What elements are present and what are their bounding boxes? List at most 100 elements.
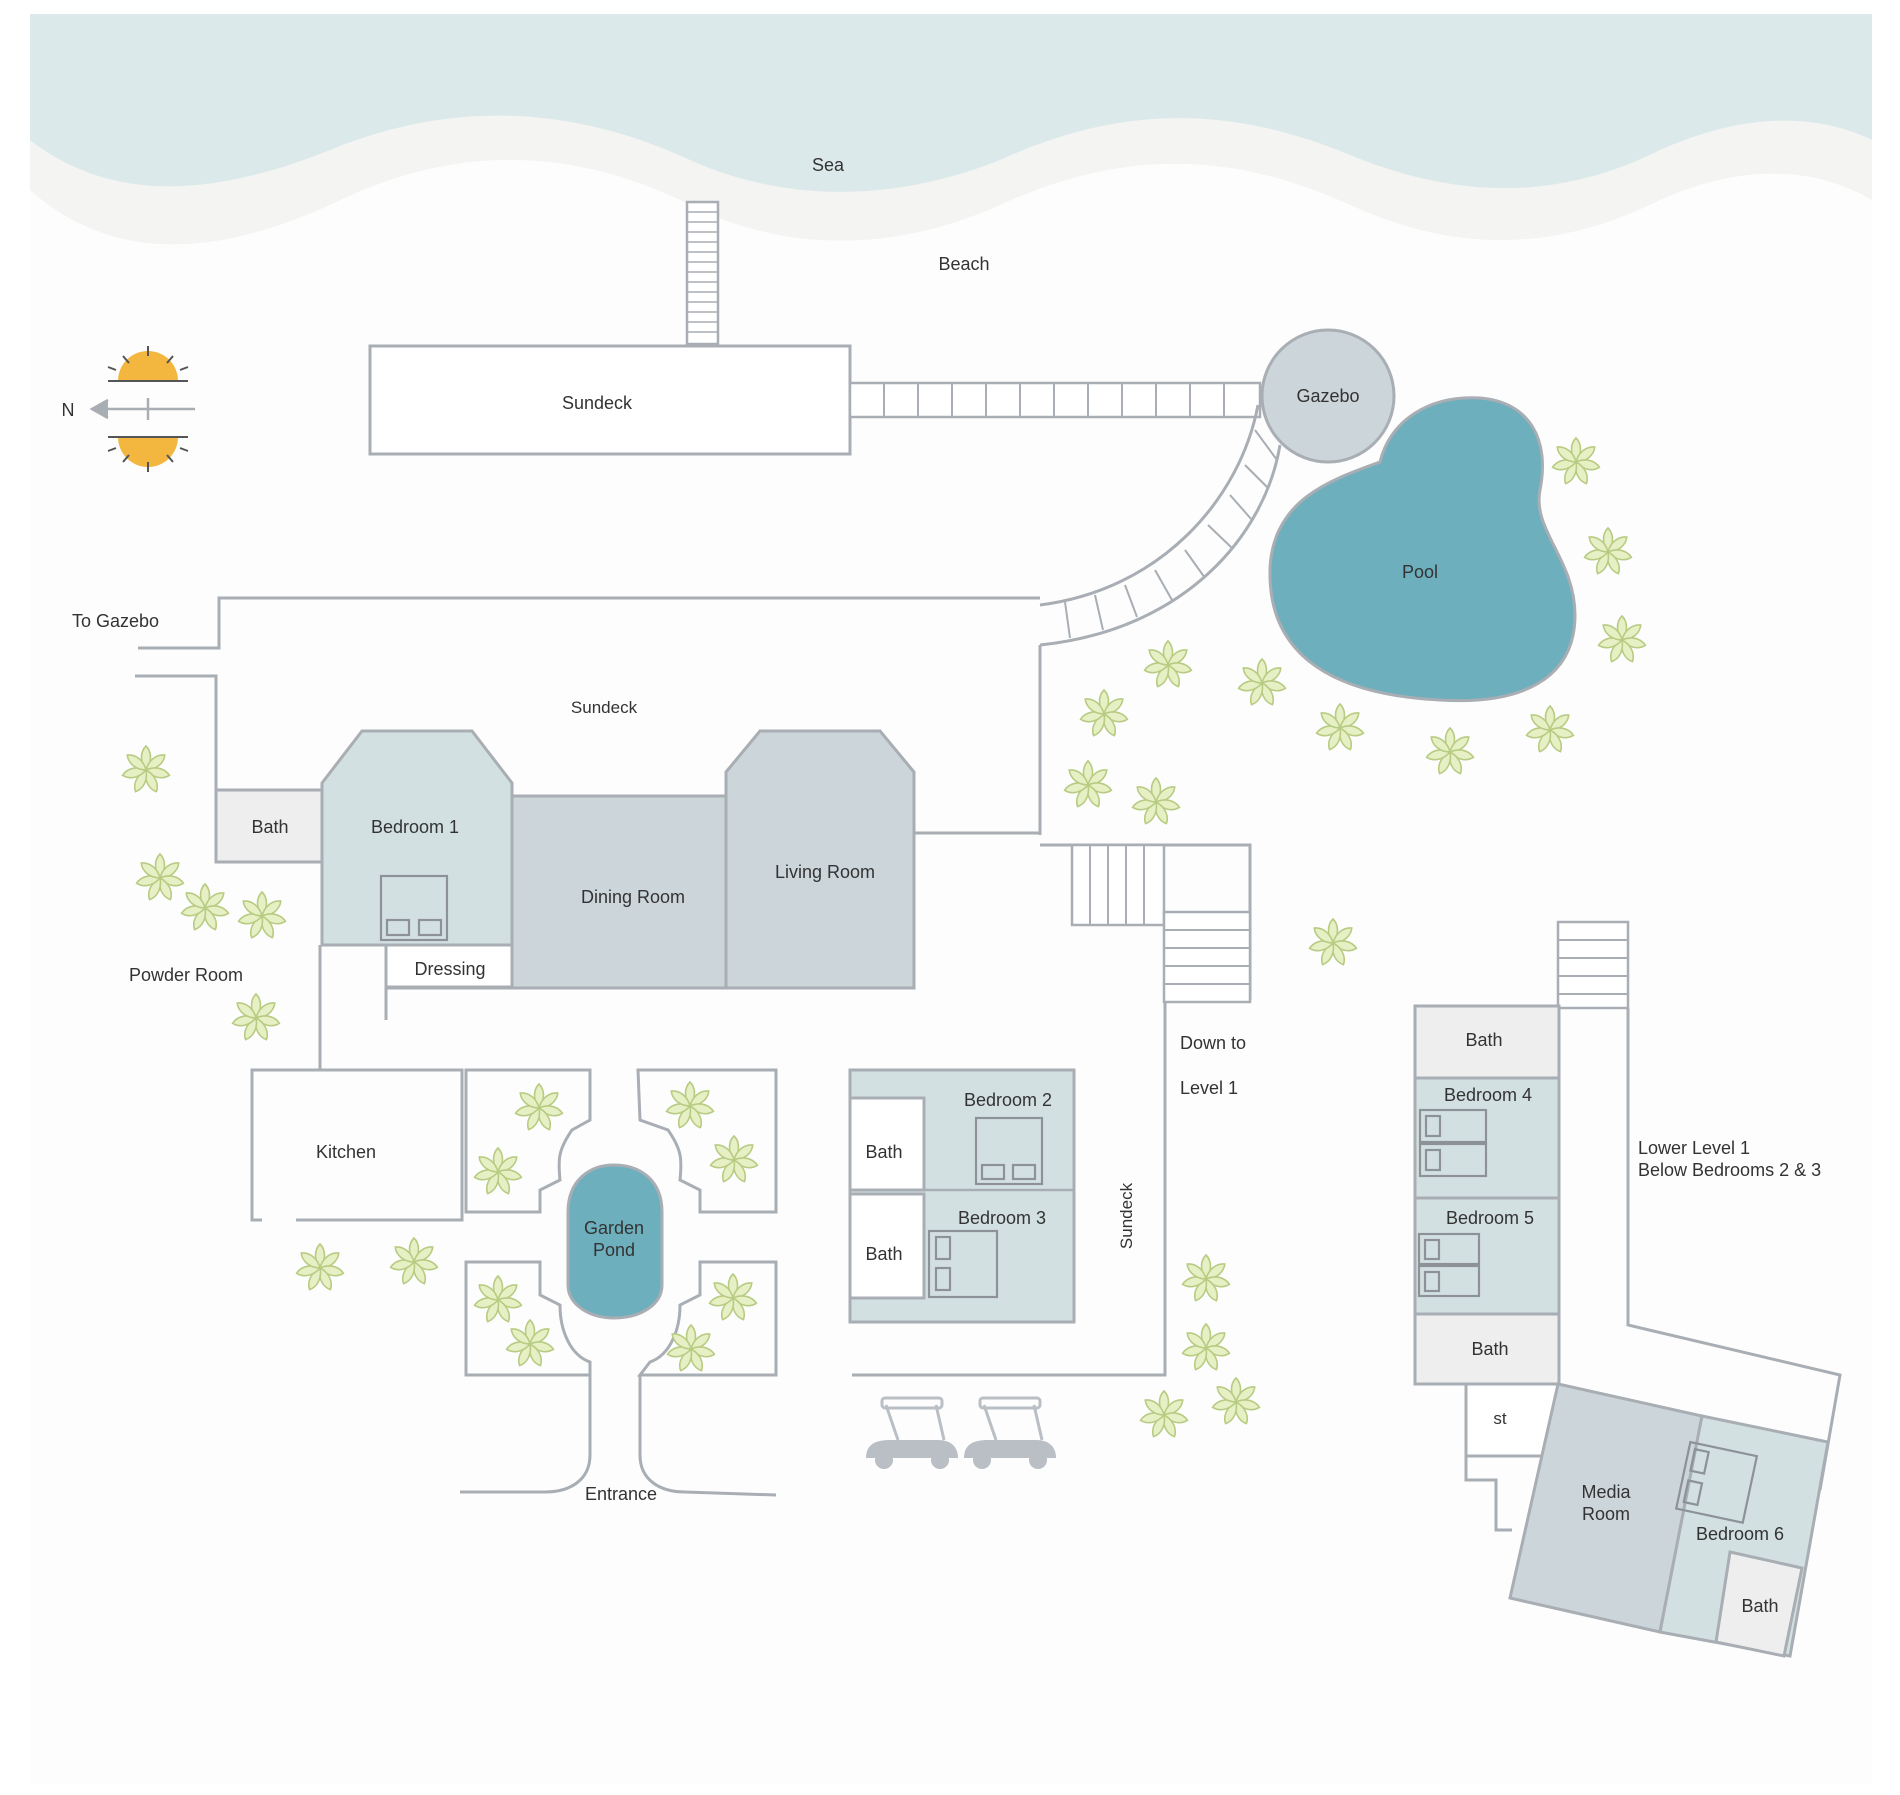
sea-label: Sea <box>812 155 845 175</box>
plant-icon <box>1181 1322 1231 1371</box>
sundeck-top <box>368 344 852 456</box>
plants <box>121 436 1647 1438</box>
golf-cart-icon <box>964 1396 1056 1469</box>
st-label: st <box>1493 1409 1507 1428</box>
sundeck-top-label: Sundeck <box>562 393 633 413</box>
sundeck-middle-label: Sundeck <box>571 698 638 717</box>
plant-icon <box>514 1082 564 1131</box>
plant-icon <box>1079 688 1129 737</box>
bedroom-1 <box>320 729 514 947</box>
bedroom-2-label: Bedroom 2 <box>964 1090 1052 1110</box>
dressing-label: Dressing <box>414 959 485 979</box>
bedroom-6-label: Bedroom 6 <box>1696 1524 1784 1544</box>
plant-icon <box>1139 1389 1189 1438</box>
golf-cart-icon <box>866 1396 958 1469</box>
plant-icon <box>231 992 281 1041</box>
bed-icon <box>974 1116 1044 1186</box>
kitchen <box>250 1068 464 1222</box>
lower-level-label-1: Lower Level 1 <box>1638 1138 1750 1158</box>
garden-pond-label-2: Pond <box>593 1240 635 1260</box>
bath-4-label: Bath <box>1465 1030 1502 1050</box>
media-room-label-1: Media <box>1581 1482 1631 1502</box>
level-1-label: Level 1 <box>1180 1078 1238 1098</box>
plant-icon <box>473 1274 523 1323</box>
lower-level-wing <box>1556 920 1842 1491</box>
sea-area <box>30 14 1872 245</box>
garden-pond <box>566 1163 664 1320</box>
plant-icon <box>1063 759 1113 808</box>
bedroom-4-label: Bedroom 4 <box>1444 1085 1532 1105</box>
plant-icon <box>1181 1253 1231 1302</box>
plant-icon <box>237 890 287 939</box>
lower-level-label-2: Below Bedrooms 2 & 3 <box>1638 1160 1821 1180</box>
plant-icon <box>1315 702 1365 751</box>
plant-icon <box>473 1146 523 1195</box>
walkway-gazebo <box>848 381 1262 419</box>
gazebo-label: Gazebo <box>1296 386 1359 406</box>
plant-icon <box>665 1080 715 1129</box>
kitchen-label: Kitchen <box>316 1142 376 1162</box>
plant-icon <box>121 744 171 793</box>
stairs-down-level1 <box>1070 843 1252 1004</box>
entrance-label: Entrance <box>585 1484 657 1504</box>
plant-icon <box>1308 917 1358 966</box>
pool-label: Pool <box>1402 562 1438 582</box>
media-room-label-2: Room <box>1582 1504 1630 1524</box>
bath-1 <box>214 788 324 864</box>
bed-icon <box>1418 1108 1488 1178</box>
bath-3-label: Bath <box>865 1244 902 1264</box>
curved-walkway <box>1039 404 1282 647</box>
plant-icon <box>708 1272 758 1321</box>
bed-icon <box>379 874 449 942</box>
dressing-room <box>384 943 514 989</box>
living-room-label: Living Room <box>775 862 875 882</box>
plant-icon <box>1597 614 1647 663</box>
bath-4 <box>1413 1004 1561 1080</box>
garden-courtyard <box>460 1068 778 1497</box>
plant-icon <box>1425 726 1475 775</box>
dining-room <box>510 794 728 990</box>
bath-5 <box>1413 1312 1561 1386</box>
compass-arrow-icon <box>89 398 195 420</box>
down-to-label: Down to <box>1180 1033 1246 1053</box>
living-room <box>724 729 916 990</box>
sun-icon <box>107 346 189 472</box>
compass: N <box>62 346 195 472</box>
beach-label: Beach <box>938 254 989 274</box>
plant-icon <box>295 1242 345 1291</box>
compass-north-label: N <box>62 400 75 420</box>
bedroom-1-label: Bedroom 1 <box>371 817 459 837</box>
plant-icon <box>505 1318 555 1367</box>
gazebo <box>1260 328 1396 464</box>
bath-3 <box>848 1192 926 1300</box>
bath-6 <box>1714 1550 1804 1658</box>
garden-pond-label-1: Garden <box>584 1218 644 1238</box>
bed-icon <box>1674 1440 1759 1525</box>
beach-stairs <box>685 200 720 346</box>
to-gazebo-label: To Gazebo <box>72 611 159 631</box>
bedroom-5-label: Bedroom 5 <box>1446 1208 1534 1228</box>
plant-icon <box>1551 436 1601 485</box>
sundeck-side-label: Sundeck <box>1117 1182 1136 1249</box>
plant-icon <box>1143 639 1193 688</box>
bath-5-label: Bath <box>1471 1339 1508 1359</box>
plant-icon <box>1211 1376 1261 1425</box>
plant-icon <box>1131 776 1181 825</box>
plant-icon <box>135 852 185 901</box>
plant-icon <box>389 1236 439 1285</box>
plant-icon <box>180 882 230 931</box>
bed-icon <box>1417 1232 1481 1298</box>
bath-2 <box>848 1096 926 1192</box>
terrace-walls <box>135 596 1042 835</box>
plant-icon <box>709 1134 759 1183</box>
bedroom-3-label: Bedroom 3 <box>958 1208 1046 1228</box>
powder-room-label: Powder Room <box>129 965 243 985</box>
pool <box>1268 396 1577 703</box>
dining-room-label: Dining Room <box>581 887 685 907</box>
plant-icon <box>1583 526 1633 575</box>
bath-1-label: Bath <box>251 817 288 837</box>
plant-icon <box>666 1323 716 1372</box>
plant-icon <box>1237 657 1287 706</box>
bath-2-label: Bath <box>865 1142 902 1162</box>
